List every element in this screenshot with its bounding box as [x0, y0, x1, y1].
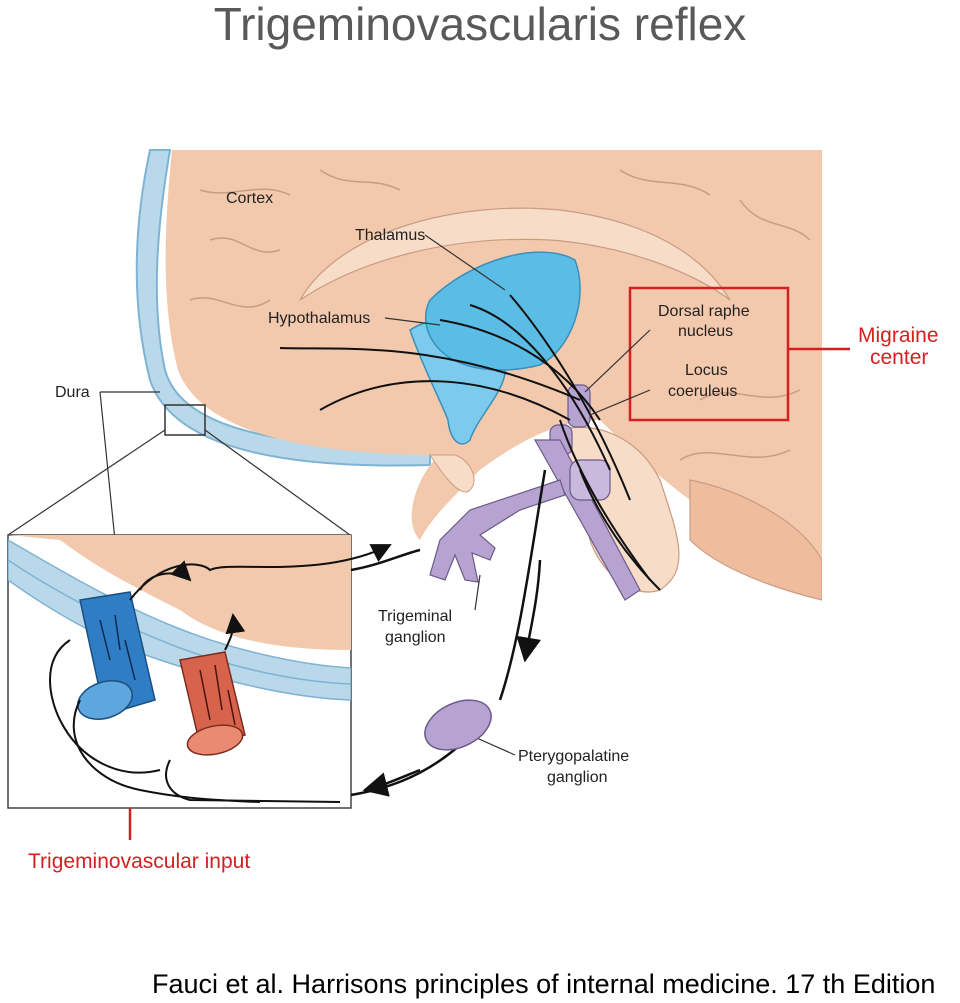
migraine-center-box	[628, 286, 790, 422]
dorsal-raphe-label-line2: nucleus	[678, 323, 733, 340]
inset-panel	[7, 534, 392, 809]
trigeminal-ganglion-label-line2: ganglion	[385, 629, 446, 646]
hypothalamus-label: Hypothalamus	[268, 310, 370, 327]
skull-layer	[135, 149, 431, 467]
brain-section	[135, 149, 822, 601]
slide-title: Trigeminovascularis reflex	[213, 0, 747, 50]
locus-label-line2: coeruleus	[668, 383, 737, 400]
gyrus-lines	[189, 169, 811, 461]
vein-vessel	[77, 591, 156, 720]
trigeminal-ganglion-shape	[429, 479, 566, 583]
corpus-callosum	[299, 207, 731, 301]
trigeminal-ganglion-label-line1: Trigeminal	[378, 608, 452, 625]
migraine-center-label-line1: Migraine	[858, 324, 939, 347]
nucleus-upper	[567, 384, 591, 428]
inset-brain-tissue	[8, 535, 351, 650]
pterygopalatine-label-line2: ganglion	[547, 769, 608, 786]
pterygopalatine-label-line1: Pterygopalatine	[518, 748, 629, 765]
trigeminovascular-input-label: Trigeminovascular input	[28, 850, 250, 873]
thalamus-region	[424, 251, 581, 371]
cortex-label: Cortex	[226, 190, 273, 207]
pituitary	[429, 454, 475, 493]
dura-inset-marker	[164, 404, 206, 436]
migraine-center-label-line2: center	[870, 346, 928, 369]
artery-vessel	[179, 651, 246, 756]
dura-label: Dura	[55, 384, 90, 401]
dorsal-raphe-label-line1: Dorsal raphe	[658, 303, 750, 320]
pterygopalatine-ganglion-shape	[424, 699, 492, 751]
thalamus-label: Thalamus	[355, 227, 425, 244]
cerebellum	[689, 479, 822, 601]
citation-caption: Fauci et al. Harrisons principles of int…	[152, 969, 936, 999]
locus-label-line1: Locus	[685, 362, 728, 379]
trigeminal-nucleus-column	[533, 439, 641, 601]
